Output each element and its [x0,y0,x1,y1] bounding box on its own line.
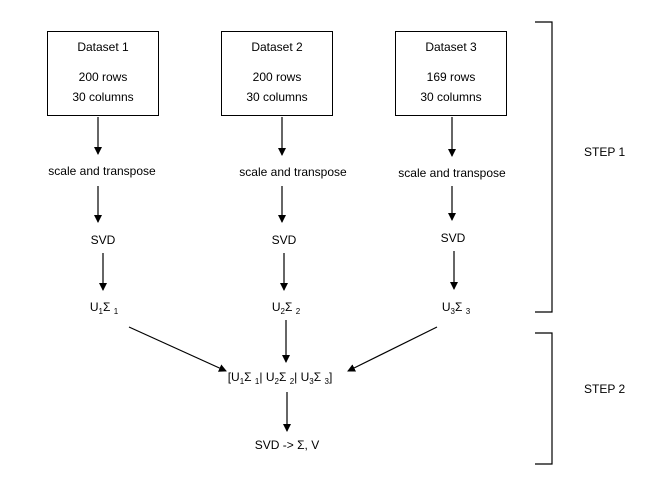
dataset-3-title: Dataset 3 [425,40,477,54]
transpose-label-1: scale and transpose [48,164,156,178]
dataset-1-cols: 30 columns [72,90,134,104]
step2-bracket [535,332,553,465]
arrow-product1-to-combined [128,326,227,372]
svd-label-2: SVD [271,233,297,247]
dataset-3-rows: 169 rows [426,70,476,84]
final-svd-label: SVD -> Σ, V [254,438,320,452]
svd-label-3: SVD [440,231,466,245]
dataset-2-cols: 30 columns [246,90,308,104]
combined-matrix-label: [U1Σ 1| U2Σ 2| U3Σ 3] [227,370,333,386]
dataset-2-box: Dataset 2 200 rows 30 columns [221,31,333,116]
dataset-3-box: Dataset 3 169 rows 30 columns [395,31,507,116]
dataset-2-title: Dataset 2 [251,40,303,54]
dataset-1-title: Dataset 1 [77,40,129,54]
dataset-3-cols: 30 columns [420,90,482,104]
step1-bracket [535,21,553,313]
transpose-label-2: scale and transpose [239,165,347,179]
dataset-1-rows: 200 rows [78,70,128,84]
arrow-product3-to-combined [347,326,438,372]
dataset-2-rows: 200 rows [252,70,302,84]
product-label-3: U3Σ 3 [441,300,471,316]
svd-label-1: SVD [90,233,116,247]
transpose-label-3: scale and transpose [398,166,506,180]
step2-label: STEP 2 [584,382,626,396]
dataset-1-box: Dataset 1 200 rows 30 columns [47,31,159,116]
product-label-2: U2Σ 2 [271,300,301,316]
step1-label: STEP 1 [584,145,626,159]
product-label-1: U1Σ 1 [89,300,119,316]
